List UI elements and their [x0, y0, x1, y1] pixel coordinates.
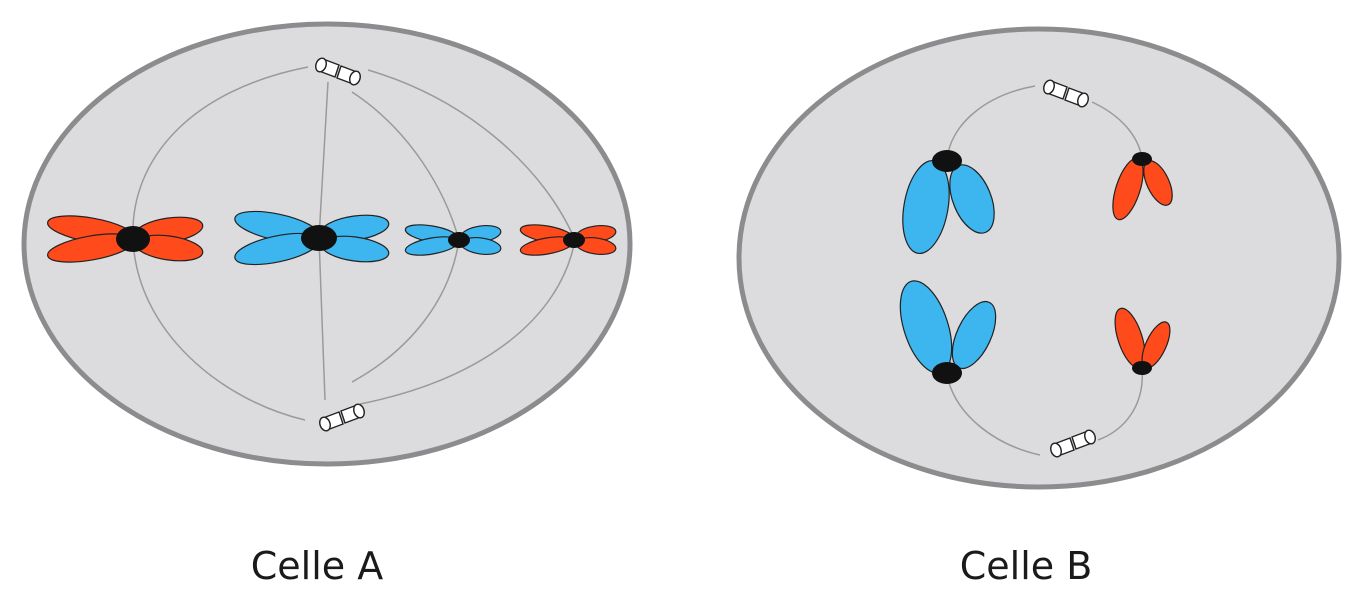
cell-b-chromosome-red-bottom — [1114, 307, 1171, 375]
centromere — [448, 232, 470, 248]
centromere — [1132, 361, 1152, 375]
centromere — [932, 150, 962, 172]
cell-b-spindle-fibers — [946, 85, 1143, 456]
cell-b-chromosome-blue-top — [902, 150, 995, 255]
cell-a-spindle-fibers — [132, 66, 576, 421]
centromere — [563, 232, 585, 248]
cell-a-chromosome-blue-large — [234, 210, 390, 266]
centromere — [1132, 152, 1152, 166]
cell-a-caption: Celle A — [250, 544, 384, 588]
cell-a-chromosome-red-small — [519, 224, 617, 256]
cell-b-membrane — [736, 26, 1342, 490]
cell-b-caption: Celle B — [959, 544, 1093, 588]
centromere — [932, 362, 962, 384]
cell-b-chromosome-blue-bottom — [899, 280, 997, 384]
centromere — [301, 225, 337, 251]
cell-a-chromosome-blue-small — [404, 224, 502, 256]
cell-b-chromosome-red-top — [1112, 152, 1173, 221]
cell-a-chromosome-red-large — [47, 215, 204, 263]
cell-b — [736, 26, 1342, 490]
centromere — [116, 226, 150, 252]
cell-a — [21, 21, 633, 467]
